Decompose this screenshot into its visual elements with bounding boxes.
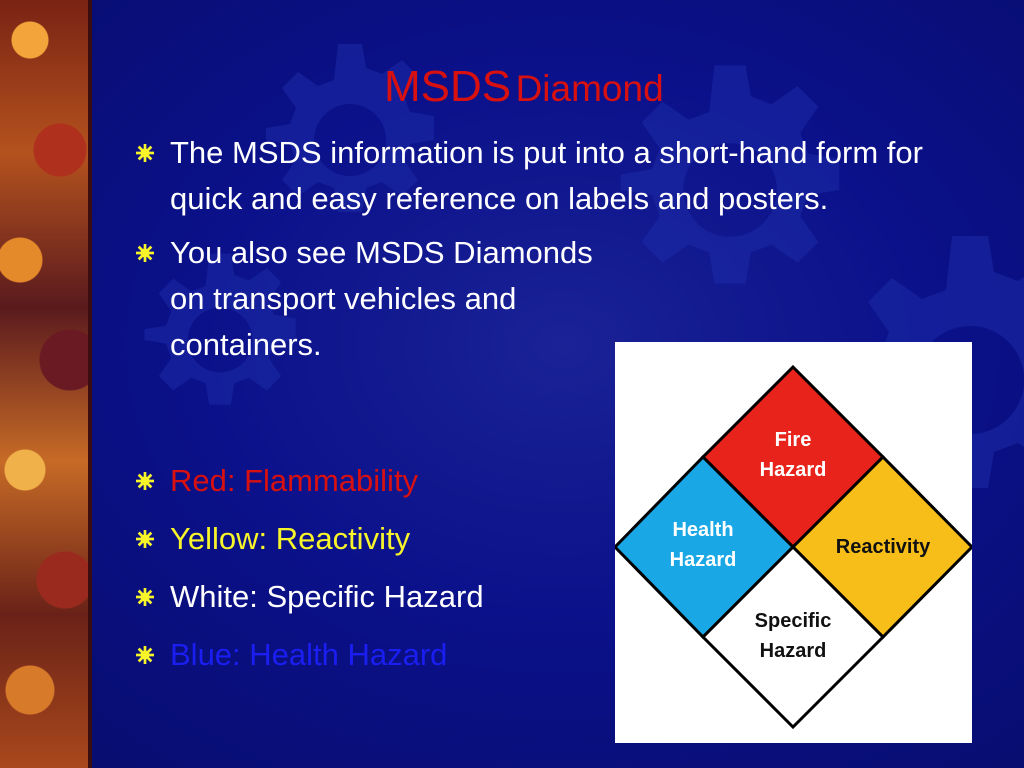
health-hazard-line2: Hazard <box>670 549 737 571</box>
specific-hazard-line2: Hazard <box>760 640 827 662</box>
background-gear-icon <box>266 44 434 212</box>
color-key-text: Blue: Health Hazard <box>170 637 448 672</box>
fire-hazard-line1: Fire <box>775 429 812 451</box>
color-key-red: Red: Flammability <box>130 458 950 504</box>
info-bullet-list: The MSDS information is put into a short… <box>130 130 950 376</box>
fire-hazard-line2: Hazard <box>760 459 827 481</box>
reactivity-label: Reactivity <box>836 536 931 558</box>
bullet-item: You also see MSDS Diamonds on transport … <box>130 230 950 368</box>
diamond-bottom-specific <box>700 544 886 730</box>
title-part2: Diamond <box>515 68 664 109</box>
color-key-text: White: Specific Hazard <box>170 579 484 614</box>
slide-title: MSDS Diamond <box>384 62 664 112</box>
gear-bullet-icon <box>136 646 154 664</box>
color-key-text: Yellow: Reactivity <box>170 521 411 556</box>
msds-diamond-image: Fire Hazard Health Hazard Reactivity Spe… <box>615 342 972 743</box>
specific-hazard-line1: Specific <box>755 610 832 632</box>
gear-bullet-icon <box>136 472 154 490</box>
background-gear-icon <box>620 65 840 284</box>
color-key-white: White: Specific Hazard <box>130 574 950 620</box>
decorative-gear-strip <box>0 0 92 768</box>
background-gear-icon <box>144 253 296 405</box>
msds-diamond-svg: Fire Hazard Health Hazard Reactivity Spe… <box>615 364 972 730</box>
gear-bullet-icon <box>136 244 154 262</box>
color-key-text: Red: Flammability <box>170 463 419 498</box>
bullet-item: The MSDS information is put into a short… <box>130 130 950 222</box>
bullet-text: The MSDS information is put into a short… <box>170 135 923 216</box>
title-part1: MSDS <box>384 62 512 111</box>
gear-bullet-icon <box>136 530 154 548</box>
gear-bullet-icon <box>136 588 154 606</box>
color-key-list: Red: Flammability Yellow: Reactivity Whi… <box>130 458 950 690</box>
bullet-text: You also see MSDS Diamonds on transport … <box>170 235 593 362</box>
color-key-yellow: Yellow: Reactivity <box>130 516 950 562</box>
color-key-blue: Blue: Health Hazard <box>130 632 950 678</box>
health-hazard-line1: Health <box>672 519 733 541</box>
gear-bullet-icon <box>136 144 154 162</box>
